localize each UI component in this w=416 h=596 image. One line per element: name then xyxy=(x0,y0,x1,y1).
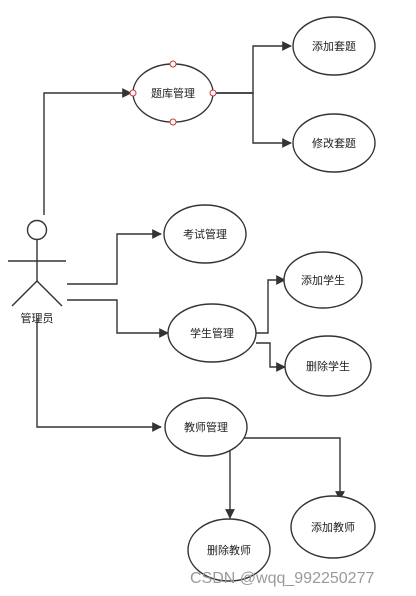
use-case-add-teacher[interactable]: 添加教师 xyxy=(290,495,376,559)
use-case-question-bank-label: 题库管理 xyxy=(151,86,195,100)
use-case-add-teacher-label: 添加教师 xyxy=(311,520,355,534)
use-case-add-question-set-label: 添加套题 xyxy=(312,39,356,53)
use-case-teacher[interactable]: 教师管理 xyxy=(164,397,248,457)
edge-question-bank-edit-set xyxy=(213,92,292,148)
use-case-teacher-label: 教师管理 xyxy=(184,420,228,434)
use-case-student-label: 学生管理 xyxy=(190,326,234,340)
edge-actor-exam xyxy=(67,229,162,285)
use-case-exam-label: 考试管理 xyxy=(183,227,227,241)
actor-label: 管理员 xyxy=(21,311,54,325)
edge-actor-student xyxy=(67,299,169,338)
actor-head xyxy=(26,219,48,241)
edge-student-add-student xyxy=(256,275,286,334)
use-case-add-student[interactable]: 添加学生 xyxy=(283,251,363,309)
use-case-delete-student[interactable]: 删除学生 xyxy=(284,335,372,397)
edge-teacher-add-teacher xyxy=(244,437,345,501)
edge-question-bank-add-set xyxy=(213,41,292,94)
watermark: CSDN @wqq_992250277 xyxy=(190,570,374,587)
use-case-edit-question-set[interactable]: 修改套题 xyxy=(292,113,376,173)
use-case-add-student-label: 添加学生 xyxy=(301,273,345,287)
use-case-student[interactable]: 学生管理 xyxy=(167,303,257,363)
use-case-delete-student-label: 删除学生 xyxy=(306,359,350,373)
use-case-exam[interactable]: 考试管理 xyxy=(163,204,247,264)
use-case-edit-question-set-label: 修改套题 xyxy=(312,136,356,150)
use-case-add-question-set[interactable]: 添加套题 xyxy=(292,16,376,76)
edge-student-delete-student xyxy=(256,342,286,372)
use-case-question-bank[interactable]: 题库管理 xyxy=(129,60,217,126)
selection-handles[interactable] xyxy=(129,60,217,126)
use-case-delete-teacher[interactable]: 删除教师 xyxy=(187,518,271,582)
use-case-delete-teacher-label: 删除教师 xyxy=(207,543,251,557)
actor-admin[interactable] xyxy=(8,219,66,307)
edge-actor-question-bank xyxy=(43,88,132,215)
edge-actor-teacher xyxy=(36,318,162,432)
